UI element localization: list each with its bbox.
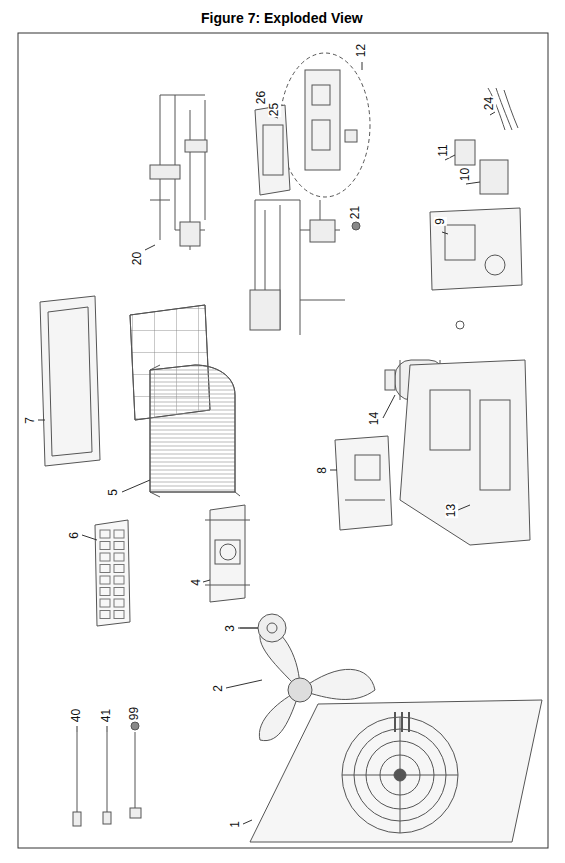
top-panel (40, 296, 100, 466)
sensor-wires (73, 222, 360, 826)
condenser-coil (150, 365, 240, 497)
callout-number: 20 (131, 251, 144, 266)
callout-number: 2 (212, 684, 225, 693)
screw (456, 321, 464, 329)
valve-piping (150, 95, 207, 250)
callout-number: 13 (445, 503, 458, 518)
partition-plate (335, 436, 392, 530)
figure-title: Figure 7: Exploded View (201, 10, 363, 26)
base-pan (400, 360, 530, 545)
callout-number: 26 (255, 90, 268, 105)
pipe-assembly (250, 200, 345, 335)
callout-number: 1 (229, 820, 242, 829)
callout-number: 5 (107, 488, 120, 497)
callout-number: 9 (434, 217, 447, 226)
motor-bracket (205, 505, 250, 602)
side-grille (95, 520, 130, 626)
electrical-box (430, 208, 522, 290)
callout-number: 11 (437, 143, 450, 157)
reactor (480, 160, 508, 194)
callout-number: 7 (24, 416, 37, 425)
callout-number: 12 (355, 43, 368, 58)
callout-number: 41 (100, 708, 113, 723)
callout-number: 99 (128, 706, 141, 721)
callout-number: 3 (224, 624, 237, 633)
callout-number: 10 (459, 167, 472, 182)
callout-number: 8 (316, 466, 329, 475)
control-board-group (280, 53, 370, 197)
leader-lines (38, 62, 495, 824)
terminal-block (455, 140, 475, 165)
board-cover (255, 105, 290, 195)
callout-number: 14 (368, 411, 381, 426)
fan-blade (259, 625, 375, 741)
callout-number: 6 (68, 531, 81, 540)
callout-number: 25 (268, 102, 281, 117)
callout-number: 21 (349, 205, 362, 220)
front-panel (250, 700, 542, 842)
callout-number: 4 (190, 578, 203, 587)
callout-number: 40 (70, 708, 83, 723)
callout-number: 24 (483, 96, 496, 111)
